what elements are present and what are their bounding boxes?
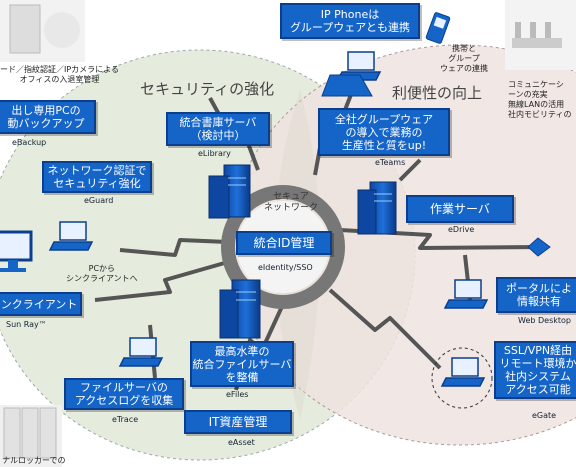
- pc-to-thin-caption: PCから シンクライアントへ: [66, 264, 138, 283]
- secure-network-ring: [221, 185, 345, 309]
- secure-network-label: セキュア ネットワーク: [264, 192, 319, 213]
- card-caption: ード／指紋認証／IPカメラによる オフィスの入退室管理: [0, 65, 119, 84]
- server-icon: [208, 164, 251, 219]
- portal-caption: Web Desktop: [518, 316, 571, 325]
- backup-caption: eBackup: [12, 138, 47, 147]
- convenience-zone: [229, 44, 576, 446]
- library-caption: eLibrary: [198, 149, 231, 158]
- thinclient-caption: Sun Ray™: [6, 320, 47, 329]
- remote-access-circle: [431, 347, 493, 409]
- server-icon: [219, 279, 261, 339]
- id-management-caption: eIdentity/SSO: [258, 263, 313, 272]
- id-management-box[interactable]: 統合ID管理: [236, 231, 332, 255]
- drive-caption: eDrive: [448, 225, 475, 234]
- server-icon: [357, 181, 397, 235]
- mobile-phone-icon: [425, 12, 451, 44]
- gate-caption: eGate: [532, 411, 557, 420]
- laptop-icon: [443, 279, 489, 309]
- laptop-icon: [440, 357, 486, 387]
- laptop-icon: [336, 51, 382, 81]
- phone-icon: [321, 74, 373, 97]
- convenience-zone-label: 利便性の向上: [392, 84, 483, 102]
- library-box[interactable]: 統合書庫サーバ （検討中）: [166, 112, 270, 146]
- files-caption: eFiles: [226, 390, 249, 399]
- locker-caption: ナルロッカーでの: [2, 456, 66, 465]
- mobile-caption: 携帯と グループ ウェアの連携: [440, 44, 488, 73]
- gate-box[interactable]: SSL/VPN経由 リモート環境か 社内システム アクセス可能: [494, 341, 576, 399]
- monitor-icon: [0, 230, 33, 272]
- trace-box[interactable]: ファイルサーバの アクセスログを収集: [64, 378, 184, 410]
- laptop-icon: [48, 221, 94, 251]
- gate-icon: [527, 237, 551, 257]
- asset-caption: eAsset: [228, 438, 255, 447]
- security-zone-label: セキュリティの強化: [140, 80, 275, 98]
- drive-box[interactable]: 作業サーバ: [406, 195, 514, 223]
- thinclient-box[interactable]: ンクライアント: [0, 292, 82, 316]
- files-box[interactable]: 最高水準の 統合ファイルサーバ を整備: [190, 341, 294, 387]
- guard-box[interactable]: ネットワーク認証で セキュリティ強化: [42, 161, 152, 193]
- asset-box[interactable]: IT資産管理: [184, 410, 292, 434]
- laptop-icon: [118, 337, 164, 367]
- backup-box[interactable]: 出し専用PCの 動バックアップ: [0, 100, 96, 134]
- guard-caption: eGuard: [84, 196, 114, 205]
- community-caption: コミュニケーシ ーンの充実 無線LANの活用 社内モビリティの: [508, 80, 572, 119]
- portal-box[interactable]: ポータルによ 情報共有: [496, 277, 576, 313]
- ip-phone-box[interactable]: IP Phoneは グループウェアとも連携: [280, 3, 420, 39]
- trace-caption: eTrace: [112, 415, 139, 424]
- groupware-caption: eTeams: [375, 158, 406, 167]
- groupware-box[interactable]: 全社グループウェア の導入で業務の 生産性と質をup!: [318, 108, 450, 156]
